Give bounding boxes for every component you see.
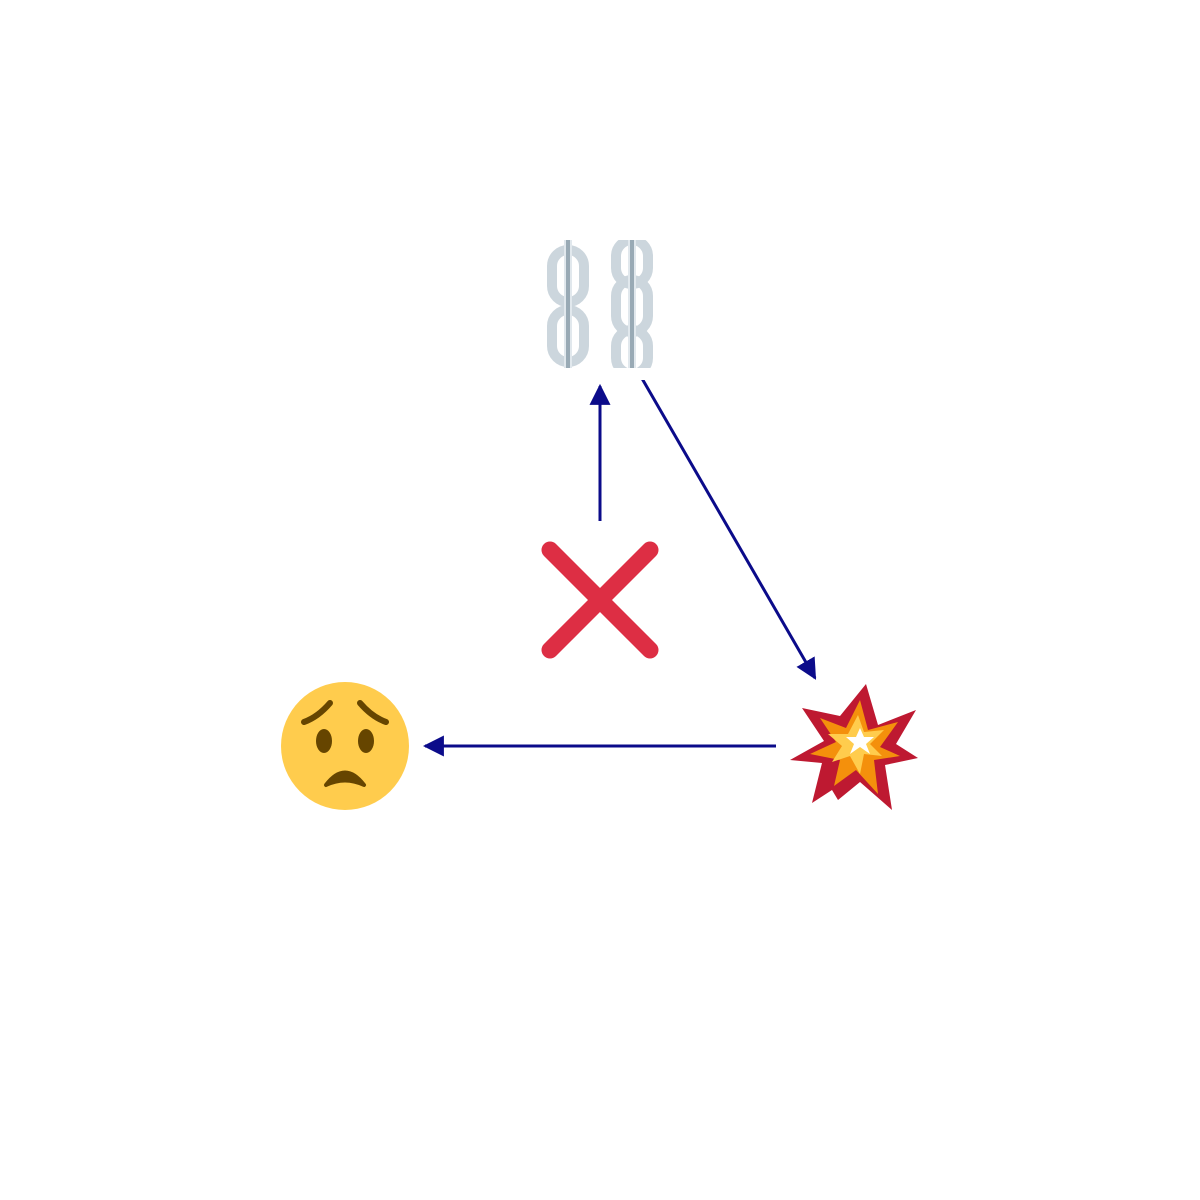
- face-left-eye: [316, 729, 332, 753]
- chain-left: [547, 240, 589, 368]
- face-mouth: [324, 770, 366, 787]
- chains-icon: [540, 228, 660, 380]
- edges: [422, 374, 817, 757]
- collision-icon: [790, 684, 918, 810]
- arrow-chains-to-collision: [638, 374, 817, 680]
- cross-mark-icon: [541, 541, 659, 659]
- face-left-brow: [301, 700, 333, 725]
- face-right-brow: [357, 700, 389, 725]
- chain-right: [611, 235, 653, 379]
- worried-face-icon: [281, 682, 409, 810]
- face-right-eye: [358, 729, 374, 753]
